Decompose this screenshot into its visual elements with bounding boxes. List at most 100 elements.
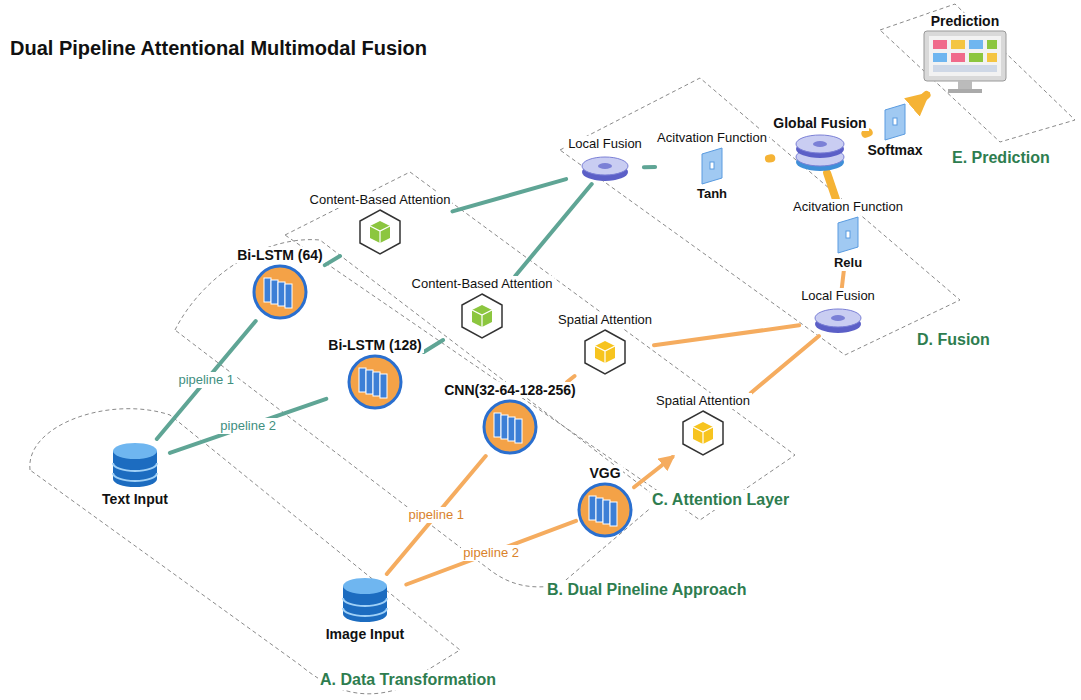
node-label: VGG — [587, 465, 622, 481]
node-label: Softmax — [865, 142, 924, 158]
region-e — [880, 4, 1075, 142]
activation-panel — [834, 215, 862, 255]
section-label: A. Data Transformation — [318, 670, 498, 690]
section-label: B. Dual Pineline Approach — [545, 580, 748, 600]
pipeline-label: pipeline 1 — [176, 372, 236, 388]
node-label: Spatial Attention — [654, 393, 752, 409]
node-label: Bi-LSTM (64) — [235, 247, 325, 263]
region-a — [30, 409, 460, 694]
connector — [827, 173, 836, 199]
node-icon — [580, 152, 630, 184]
network-icon — [576, 481, 634, 539]
database-icon — [340, 574, 390, 626]
connector — [842, 271, 844, 288]
fusion-disk — [580, 152, 630, 184]
node-icon — [680, 409, 726, 457]
model-node: VGG — [576, 465, 634, 539]
node-icon — [251, 263, 309, 321]
model-node: Local Fusion — [799, 288, 877, 336]
network-icon — [251, 263, 309, 321]
region-b — [175, 240, 660, 587]
node-label: CNN(32-64-128-256) — [442, 382, 578, 398]
network-icon — [346, 353, 404, 411]
network-icon — [481, 398, 539, 456]
connector — [406, 521, 576, 585]
node-label: Global Fusion — [771, 115, 868, 131]
pipeline-label: pipeline 2 — [218, 418, 278, 434]
model-node: CNN(32-64-128-256) — [442, 382, 578, 456]
connector — [424, 340, 443, 352]
node-label: Local Fusion — [799, 288, 877, 304]
connector — [170, 399, 326, 453]
model-node: Spatial Attention — [556, 312, 654, 376]
model-node: Text Input — [100, 439, 170, 507]
attention-cube — [459, 292, 505, 340]
attention-cube — [357, 208, 403, 256]
node-label: Tanh — [695, 186, 729, 202]
section-label: D. Fusion — [915, 330, 992, 350]
model-node: Softmax — [865, 102, 924, 158]
section-label: E. Prediction — [950, 148, 1052, 168]
node-icon — [920, 29, 1010, 95]
node-label: Relu — [832, 255, 864, 271]
model-node: Local Fusion — [566, 136, 644, 184]
connector — [918, 95, 926, 102]
fusion-disk — [813, 304, 863, 336]
node-icon — [813, 304, 863, 336]
pipeline-label: pipeline 2 — [461, 545, 521, 561]
model-node: Spatial Attention — [654, 393, 752, 457]
connector — [751, 336, 819, 393]
connector — [769, 154, 771, 162]
activation-panel — [881, 102, 909, 142]
connector — [634, 457, 673, 487]
connector — [644, 165, 655, 169]
connector — [515, 184, 592, 276]
node-icon — [346, 353, 404, 411]
node-icon — [340, 574, 390, 626]
connector — [453, 179, 567, 211]
node-label: Image Input — [324, 626, 407, 642]
node-label: Acitvation Function — [655, 130, 769, 146]
model-node: Global Fusion — [771, 115, 868, 173]
node-label: Content-Based Attention — [308, 192, 453, 208]
fusion-disk-stack — [793, 131, 847, 173]
node-icon — [881, 102, 909, 142]
attention-cube — [680, 409, 726, 457]
node-icon — [793, 131, 847, 173]
node-icon — [110, 439, 160, 491]
node-icon — [582, 328, 628, 376]
model-node: Bi-LSTM (128) — [326, 337, 423, 411]
diagram-title: Dual Pipeline Attentional Multimodal Fus… — [8, 36, 429, 60]
section-label: C. Attention Layer — [650, 490, 791, 510]
connector — [865, 133, 868, 134]
node-label: Prediction — [929, 13, 1001, 29]
region-c — [285, 172, 795, 520]
node-label: Spatial Attention — [556, 312, 654, 328]
node-label: Text Input — [100, 491, 170, 507]
connector — [325, 256, 340, 265]
model-node: Acitvation FunctionRelu — [791, 199, 905, 271]
node-icon — [698, 146, 726, 186]
node-label: Bi-LSTM (128) — [326, 337, 423, 353]
model-node: Bi-LSTM (64) — [235, 247, 325, 321]
node-icon — [481, 398, 539, 456]
node-icon — [357, 208, 403, 256]
attention-cube — [582, 328, 628, 376]
activation-panel — [698, 146, 726, 186]
model-node: Prediction — [920, 13, 1010, 95]
node-label: Content-Based Attention — [410, 276, 555, 292]
database-icon — [110, 439, 160, 491]
monitor-icon — [920, 29, 1010, 95]
model-node: Acitvation FunctionTanh — [655, 130, 769, 202]
node-icon — [459, 292, 505, 340]
model-node: Image Input — [324, 574, 407, 642]
model-node: Content-Based Attention — [308, 192, 453, 256]
node-label: Acitvation Function — [791, 199, 905, 215]
connector — [654, 325, 799, 345]
node-icon — [576, 481, 634, 539]
node-label: Local Fusion — [566, 136, 644, 152]
model-node: Content-Based Attention — [410, 276, 555, 340]
pipeline-label: pipeline 1 — [406, 507, 466, 523]
